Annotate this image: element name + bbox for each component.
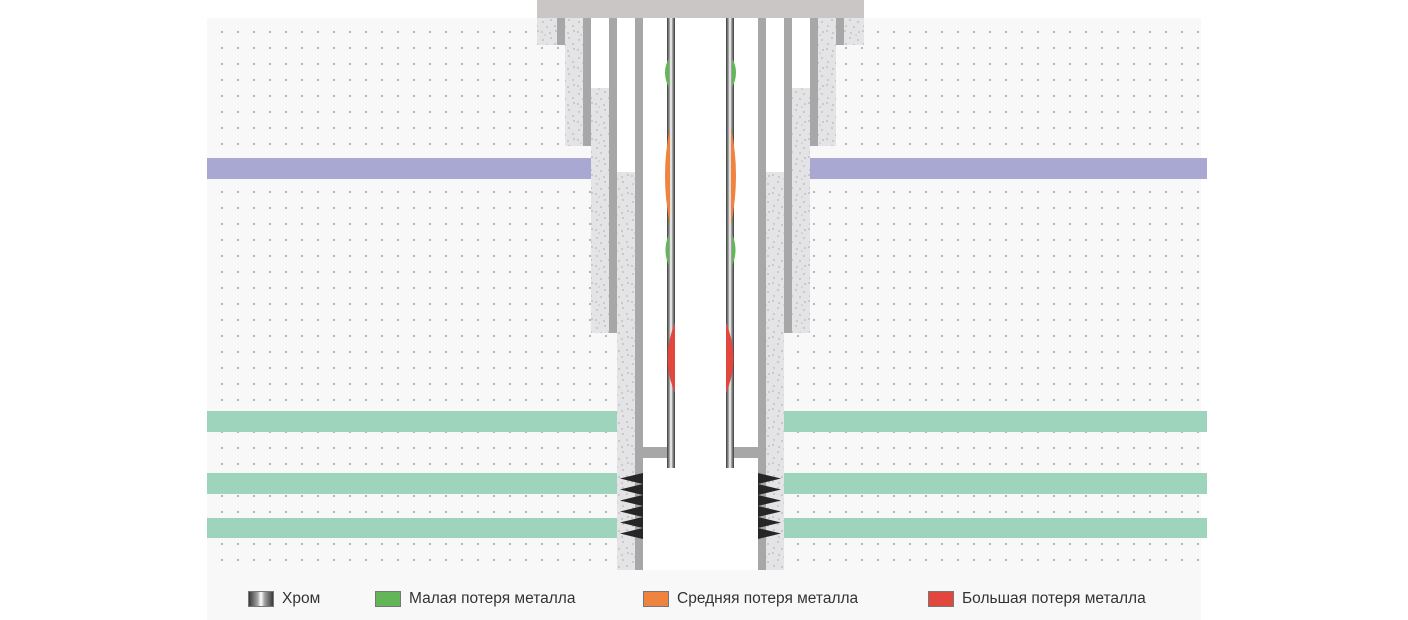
- legend-label: Малая потеря металла: [409, 590, 576, 607]
- legend-label: Средняя потеря металла: [677, 590, 859, 607]
- legend: Хром Малая потеря металла Средняя потеря…: [0, 589, 1408, 609]
- legend-item-medium-loss: Средняя потеря металла: [643, 589, 858, 609]
- legend-label: Хром: [282, 590, 321, 607]
- orange-swatch-icon: [643, 591, 669, 607]
- legend-item-large-loss: Большая потеря металла: [928, 589, 1146, 609]
- chrome-swatch-icon: [248, 591, 274, 607]
- legend-label: Большая потеря металла: [962, 590, 1146, 607]
- legend-item-chrome: Хром: [248, 589, 320, 609]
- green-swatch-icon: [375, 591, 401, 607]
- wellhead: [537, 0, 864, 18]
- legend-item-small-loss: Малая потеря металла: [375, 589, 575, 609]
- red-swatch-icon: [928, 591, 954, 607]
